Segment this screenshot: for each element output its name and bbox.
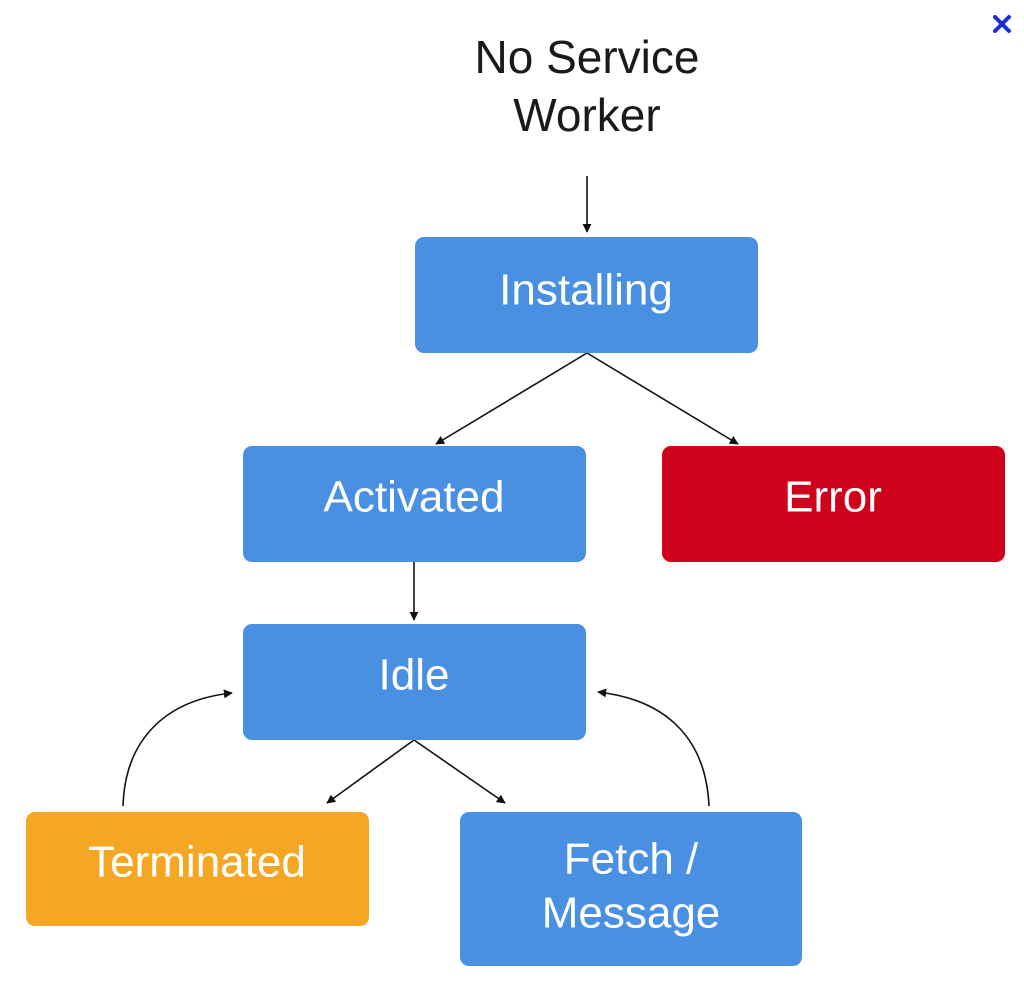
node-fetch-message-label-line-2: Message <box>542 889 721 938</box>
node-installing-label: Installing <box>499 266 673 315</box>
node-error: Error <box>662 446 1005 562</box>
close-icon <box>993 15 1011 33</box>
node-idle: Idle <box>243 624 586 740</box>
node-activated-box <box>243 446 586 562</box>
close-button[interactable] <box>986 8 1018 40</box>
node-activated: Activated <box>243 446 586 562</box>
node-installing-box <box>415 237 758 353</box>
node-activated-label: Activated <box>324 473 505 522</box>
edge-installing-activated <box>435 352 588 445</box>
start-label-line-2: Worker <box>513 89 660 141</box>
node-terminated-box <box>26 812 369 926</box>
node-error-label: Error <box>784 473 882 522</box>
start-label-line-1: No Service <box>475 31 700 83</box>
node-terminated-label: Terminated <box>88 838 306 887</box>
start-state: No Service Worker <box>475 31 700 141</box>
edge-installing-error <box>586 352 739 445</box>
edge-idle-fetch-message <box>413 739 506 804</box>
node-idle-box <box>243 624 586 740</box>
edges <box>122 176 739 807</box>
edge-idle-terminated <box>326 739 415 804</box>
node-fetch-message: Fetch / Message <box>460 812 802 966</box>
edge-terminated-idle <box>122 689 233 807</box>
node-fetch-message-box <box>460 812 802 966</box>
edge-fetch-message-idle <box>597 688 710 807</box>
node-installing: Installing <box>415 237 758 353</box>
node-idle-label: Idle <box>379 651 450 700</box>
node-error-box <box>662 446 1005 562</box>
node-terminated: Terminated <box>26 812 369 926</box>
node-fetch-message-label-line-1: Fetch / <box>564 835 699 884</box>
